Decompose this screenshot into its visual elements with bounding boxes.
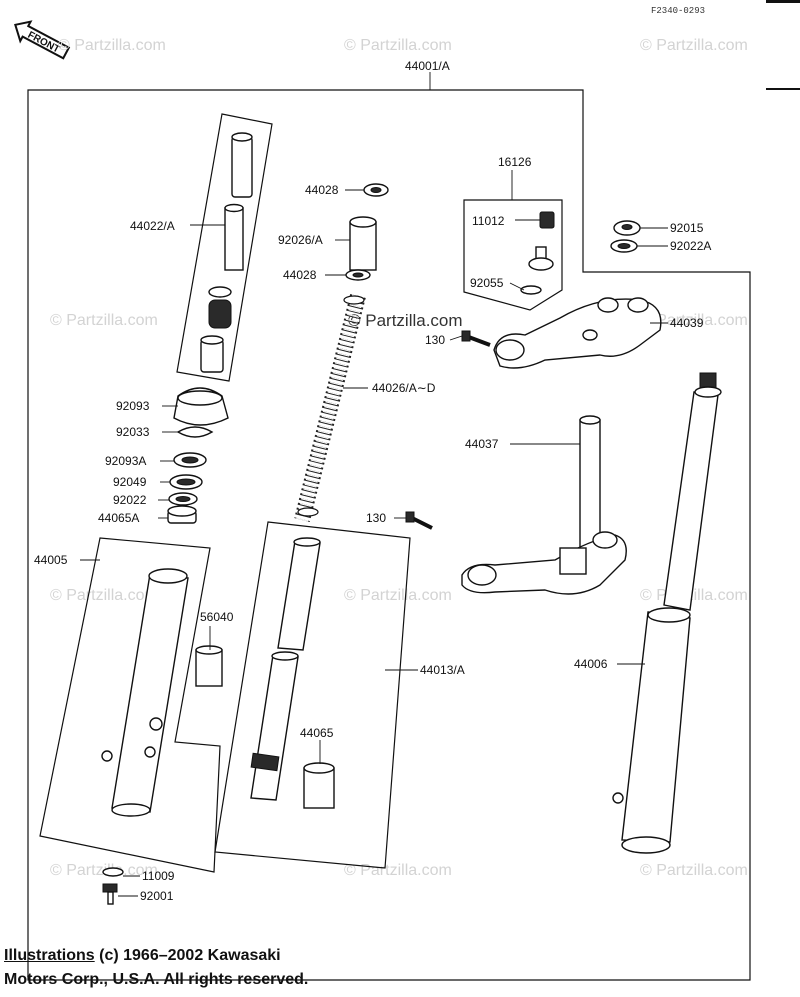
air-valve [520, 211, 555, 295]
upper-bracket [493, 297, 662, 369]
label-56040: 56040 [200, 610, 234, 624]
label-92055: 92055 [470, 276, 504, 290]
watermark: © Partzilla.com [344, 587, 452, 604]
label-44001: 44001/A [405, 59, 450, 73]
label-92001: 92001 [140, 889, 174, 903]
label-92015: 92015 [670, 221, 704, 235]
left-outer-tube [101, 568, 189, 817]
bolt-upper [461, 330, 491, 347]
watermark: © Partzilla.com [50, 312, 158, 329]
label-44065: 44065 [300, 726, 334, 740]
spacer-parts [345, 183, 389, 281]
label-92022: 92022 [113, 493, 147, 507]
watermark: © Partzilla.com [640, 587, 748, 604]
label-92026: 92026/A [278, 233, 323, 247]
assembly-outline [27, 89, 751, 981]
inner-tube-group-box [214, 521, 411, 869]
bolt-lower [405, 511, 433, 530]
diagram-code: F2340-0293 [651, 6, 705, 16]
guide-bushing [195, 645, 223, 687]
right-fork-leg [612, 372, 722, 854]
copyright-notice: Illustrations (c) 1966–2002 Kawasaki Mot… [4, 944, 308, 992]
label-44022: 44022/A [130, 219, 175, 233]
copyright-line-2: Motors Corp., U.S.A. All rights reserved… [4, 971, 309, 988]
bottom-bolt [102, 867, 124, 905]
copyright-line-1-rest: (c) 1966–2002 Kawasaki [94, 947, 281, 964]
watermark: © Partzilla.com [50, 587, 158, 604]
part-labels: 44001/A 44022/A 44028 92026/A 44028 1612… [34, 59, 711, 903]
label-92033: 92033 [116, 425, 150, 439]
watermark: © Partzilla.com [640, 37, 748, 54]
label-92022A: 92022A [670, 239, 711, 253]
label-44039: 44039 [670, 316, 704, 330]
label-44026: 44026/A∼D [372, 381, 436, 395]
watermark: © Partzilla.com [344, 37, 452, 54]
top-nut [610, 220, 641, 253]
label-92093: 92093 [116, 399, 150, 413]
corner-bar [766, 0, 800, 3]
damper-rod [200, 132, 253, 373]
label-92049: 92049 [113, 475, 147, 489]
label-130-lower: 130 [366, 511, 386, 525]
fork-spring [294, 294, 366, 522]
air-valve-group-box [463, 199, 563, 311]
leader-lines [80, 170, 668, 897]
watermark: © Partzilla.com [344, 862, 452, 879]
corner-bar-lower [766, 88, 800, 90]
outer-tube-group-box [39, 537, 221, 873]
label-16126: 16126 [498, 155, 532, 169]
watermark-main: © Partzilla.com [348, 311, 463, 330]
copyright-prefix: Illustrations [4, 947, 95, 964]
label-11009: 11009 [142, 869, 175, 883]
label-92093A: 92093A [105, 454, 146, 468]
label-11012: 11012 [472, 214, 505, 228]
copyright-line-1: Illustrations (c) 1966–2002 Kawasaki [4, 944, 308, 968]
label-44065A: 44065A [98, 511, 139, 525]
label-44028-bottom: 44028 [283, 268, 317, 282]
label-44013: 44013/A [420, 663, 465, 677]
seal-stack [167, 387, 229, 524]
label-44006: 44006 [574, 657, 608, 671]
watermark: © Partzilla.com [640, 312, 748, 329]
steering-stem [461, 415, 627, 595]
label-44005: 44005 [34, 553, 68, 567]
watermark: © Partzilla.com [640, 862, 748, 879]
label-44037: 44037 [465, 437, 499, 451]
watermark: © Partzilla.com [58, 37, 166, 54]
inner-tubes [250, 537, 335, 809]
damper-group-box [176, 113, 273, 382]
watermarks: © Partzilla.com © Partzilla.com © Partzi… [50, 37, 748, 879]
label-130-upper: 130 [425, 333, 445, 347]
label-44028-top: 44028 [305, 183, 339, 197]
